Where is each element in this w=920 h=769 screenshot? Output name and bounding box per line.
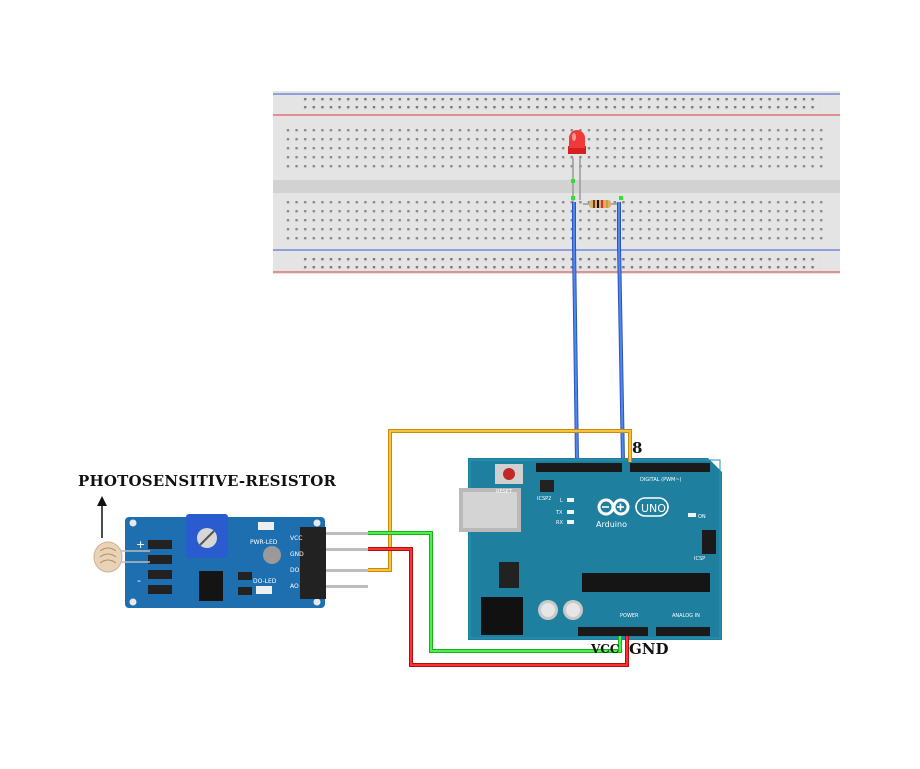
- center-channel: [273, 180, 840, 193]
- red-led: [568, 130, 586, 206]
- pin-header: [300, 527, 326, 599]
- photoresistor: [93, 541, 150, 573]
- light-sensor-module: PWR-LED DO-LED + - VCC GND DO AO: [125, 514, 326, 608]
- digital-header-left: [536, 463, 622, 472]
- bottom-terminal-strip: [285, 196, 825, 242]
- red-wire: [368, 547, 629, 667]
- icsp2-label: ICSP2: [537, 496, 551, 502]
- pin-vcc-label: VCC: [290, 535, 302, 542]
- power-header-label: POWER: [620, 613, 639, 619]
- comparator-chip: [199, 571, 223, 601]
- tx-label: TX: [555, 510, 563, 516]
- power-jack: [481, 597, 523, 635]
- pin-gnd-label: GND: [290, 551, 304, 558]
- label-arrow: [97, 496, 107, 538]
- plus-sign: +: [136, 538, 145, 551]
- reset-label: RESET: [496, 489, 513, 495]
- blue-wires: [572, 202, 625, 463]
- power-header: [578, 627, 648, 636]
- arduino-brand: Arduino: [596, 520, 627, 529]
- arduino-uno-board: RESET ICSP2 DIGITAL (PWM~) L TX RX UNO A…: [459, 458, 722, 640]
- l-led-label: L: [560, 498, 563, 504]
- gnd-label: GND: [629, 640, 669, 658]
- do-led-label: DO-LED: [253, 578, 277, 585]
- orange-wire: [368, 429, 632, 572]
- top-terminal-strip: [285, 128, 825, 174]
- digital-header-label: DIGITAL (PWM~): [640, 477, 682, 483]
- digital-header-right: [630, 463, 710, 472]
- analog-header: [656, 627, 710, 636]
- bottom-power-rail: [300, 253, 820, 269]
- icsp-label: ICSP: [694, 556, 705, 562]
- uno-label: UNO: [641, 502, 666, 515]
- resistor: [583, 200, 617, 208]
- minus-sign: -: [137, 574, 141, 587]
- vcc-label: VCC: [591, 642, 620, 656]
- top-power-rail: [300, 97, 820, 113]
- pwr-led-label: PWR-LED: [250, 539, 278, 546]
- breadboard: [273, 91, 840, 274]
- pin-do-label: DO: [290, 567, 300, 574]
- green-wire: [368, 531, 622, 653]
- pin-ao-label: AO: [290, 583, 299, 590]
- arduino-logo: UNO Arduino: [596, 497, 669, 529]
- analog-header-label: ANALOG IN: [672, 613, 700, 619]
- on-label: ON: [698, 514, 706, 520]
- atmega-chip: [582, 573, 710, 592]
- pin-8-label: 8: [632, 439, 643, 457]
- icsp-header: [702, 530, 716, 554]
- photosensitive-resistor-label: PHOTOSENSITIVE-RESISTOR: [78, 472, 337, 490]
- rx-label: RX: [556, 520, 563, 526]
- header-pins: [326, 532, 368, 588]
